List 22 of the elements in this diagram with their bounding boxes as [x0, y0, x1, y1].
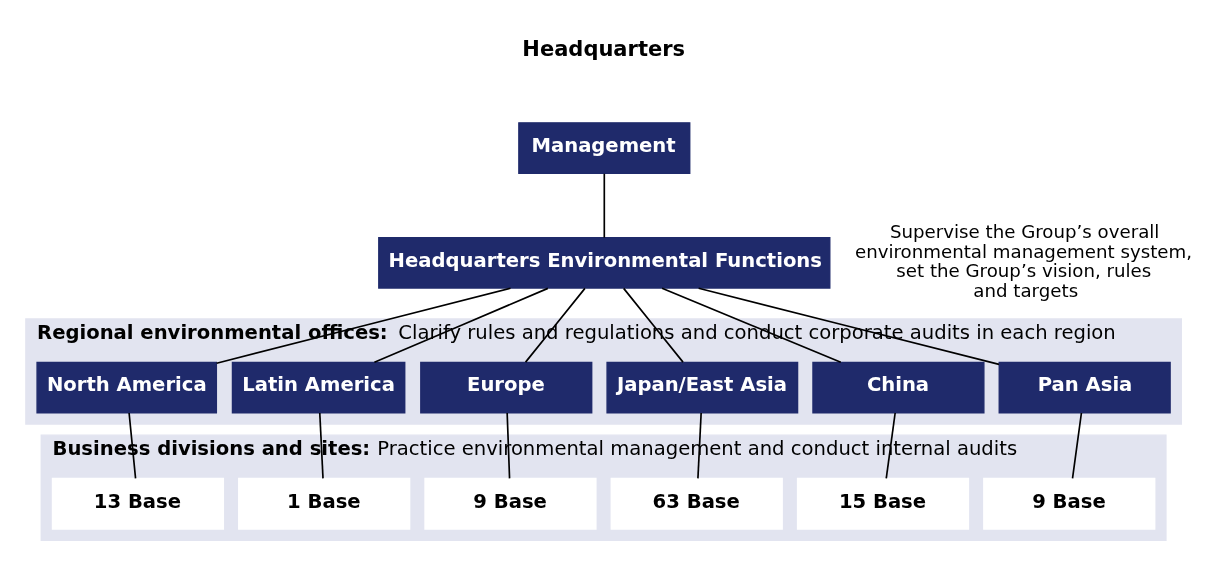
connector	[603, 172, 606, 239]
node-box: Pan Asia	[998, 361, 1171, 414]
node-box: Europe	[420, 361, 593, 414]
node-box: Japan/East Asia	[606, 361, 799, 414]
node-box: Headquarters Environmental Functions	[378, 237, 831, 289]
node-box: 63 Base	[610, 477, 783, 530]
connector	[215, 287, 512, 365]
label: Headquarters	[522, 37, 686, 62]
node-box: Management	[518, 122, 691, 174]
node-box: North America	[36, 361, 218, 414]
node-box: China	[812, 361, 985, 414]
node-box: 13 Base	[51, 477, 225, 530]
node-box: 1 Base	[238, 477, 411, 530]
node-box: 9 Base	[424, 477, 597, 530]
node-box: Latin America	[231, 361, 406, 414]
node-label: Supervise the Group’s overall environmental management system, set the Group’s vision, rules and targets	[854, 221, 1192, 302]
connector	[697, 287, 1000, 366]
connector	[373, 287, 549, 364]
node-box: 15 Base	[796, 477, 970, 530]
connector	[1071, 412, 1083, 480]
connector	[661, 287, 842, 364]
node-box: 9 Base	[983, 477, 1156, 530]
